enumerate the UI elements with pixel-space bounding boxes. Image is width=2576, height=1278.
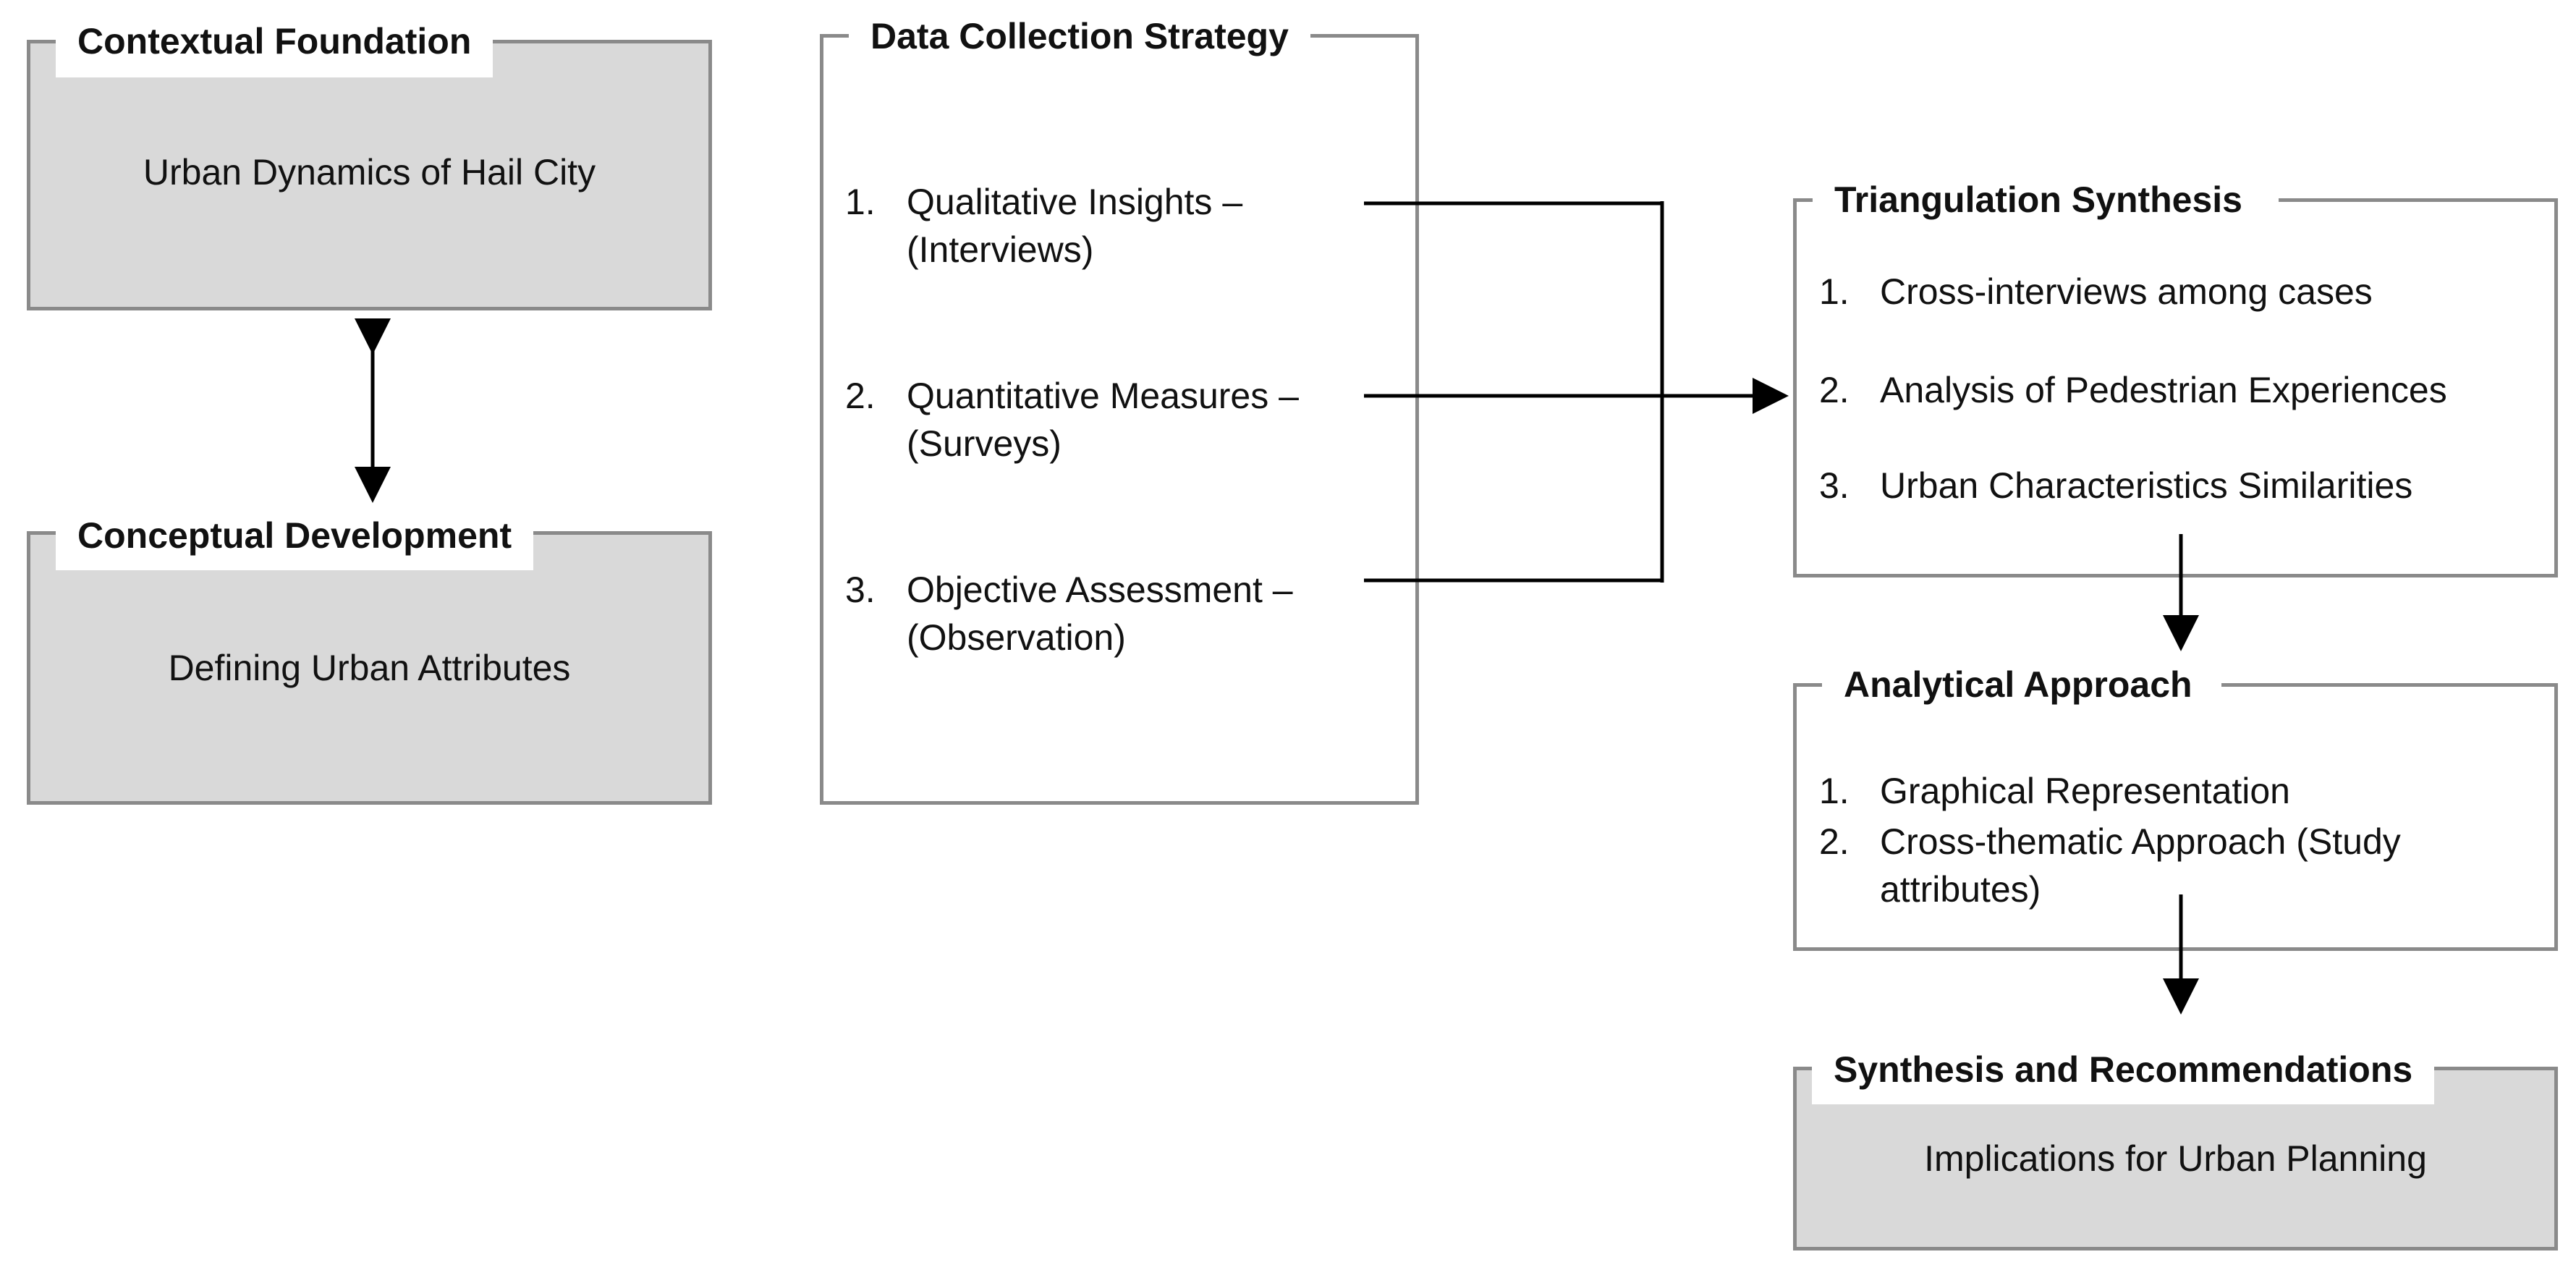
data-item-2-line1: Quantitative Measures – [907,376,1299,416]
triangulation-item-2-text: Analysis of Pedestrian Experiences [1880,370,2447,410]
data-item-1-line2: (Interviews) [907,229,1094,270]
conceptual-development-title: Conceptual Development [56,512,534,570]
contextual-foundation-body: Urban Dynamics of Hail City [143,152,596,192]
analytical-item-1-number: 1. [1819,771,1850,811]
data-collection-title: Data Collection Strategy [849,14,1310,58]
analytical-item-2-line1: Cross-thematic Approach (Study [1880,821,2401,862]
synthesis-recommendations-body: Implications for Urban Planning [1924,1138,2427,1179]
triangulation-item-2-number: 2. [1819,370,1850,410]
conceptual-development-body: Defining Urban Attributes [168,648,571,688]
analytical-item-2-line2: attributes) [1880,869,2041,910]
analytical-item-1-text: Graphical Representation [1880,771,2290,811]
triangulation-item-3-number: 3. [1819,465,1850,506]
triangulation-synthesis-box [1793,198,2558,577]
data-item-1-line1: Qualitative Insights – [907,182,1243,222]
triangulation-synthesis-title: Triangulation Synthesis [1813,178,2279,221]
data-item-1-number: 1. [845,182,876,222]
data-item-3-line2: (Observation) [907,617,1126,658]
contextual-foundation-title: Contextual Foundation [56,18,493,77]
analytical-item-2-number: 2. [1819,821,1850,862]
data-item-3-line1: Objective Assessment – [907,570,1293,610]
data-item-2-number: 2. [845,376,876,416]
triangulation-item-1-text: Cross-interviews among cases [1880,271,2373,312]
triangulation-item-3-text: Urban Characteristics Similarities [1880,465,2413,506]
data-collection-box [820,34,1419,805]
triangulation-item-1-number: 1. [1819,271,1850,312]
data-item-3-number: 3. [845,570,876,610]
analytical-approach-title: Analytical Approach [1822,663,2221,706]
synthesis-recommendations-title: Synthesis and Recommendations [1812,1046,2435,1104]
data-item-2-line2: (Surveys) [907,423,1062,464]
